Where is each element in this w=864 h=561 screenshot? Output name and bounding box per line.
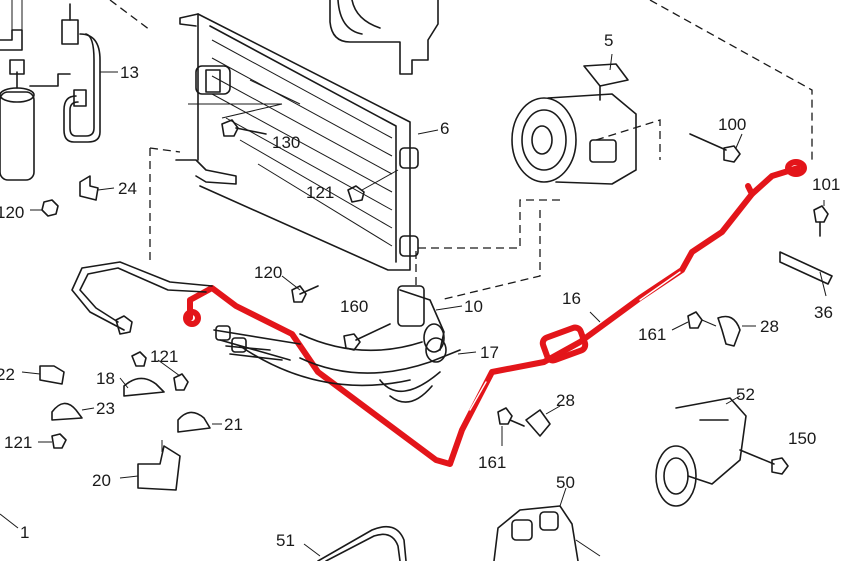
bolt-160 [343,323,391,351]
callout-16: 16 [562,289,581,308]
bolt-161-right [671,311,717,331]
bolt-120 [281,275,319,303]
callout-10: 10 [464,297,483,316]
bolt-101 [813,200,829,237]
callout-161-lower: 161 [478,453,506,472]
fan-shroud [329,0,439,75]
callout-6: 6 [440,119,449,138]
bracket-50 [493,487,601,561]
liquid-line [71,261,213,335]
bolt-121-lower [157,359,189,391]
callout-50: 50 [556,473,575,492]
clamp-23 [51,402,95,421]
receiver-dryer [0,0,35,181]
callout-22: 22 [0,365,15,384]
callout-23: 23 [96,399,115,418]
callout-121-mid: 121 [306,183,334,202]
discharge-hose-17 [213,285,477,403]
callout-13: 13 [120,63,139,82]
callout-5: 5 [604,31,613,50]
callout-17: 17 [480,343,499,362]
callout-121-left: 120 [0,203,24,222]
suction-hose-16-highlighted [183,159,807,467]
callout-120: 120 [254,263,282,282]
callout-100: 100 [718,115,746,134]
callout-28-lower: 28 [556,391,575,410]
callout-51: 51 [276,531,295,550]
callout-150: 150 [788,429,816,448]
callout-101: 101 [812,175,840,194]
dashed-connection-lines [109,0,813,301]
bolt-121-lower-left [38,433,67,449]
bolt-130 [221,119,267,137]
bolt-121-mid [347,169,399,203]
callout-21: 21 [224,415,243,434]
callout-130: 130 [272,133,300,152]
bracket-28-lower [525,405,561,437]
callout-24: 24 [118,179,137,198]
callout-121-lower: 121 [150,347,178,366]
bracket-36 [779,251,833,297]
callout-labels: 13 5 6 100 130 121 24 120 101 120 16 160… [0,31,840,550]
callout-52: 52 [736,385,755,404]
ac-compressor [511,53,637,185]
bracket-24 [79,175,115,201]
callout-28-right: 28 [760,317,779,336]
callout-121-lower-left: 121 [4,433,32,452]
bolt-150 [739,449,789,475]
idler-bracket-52 [655,395,747,507]
drive-belt-51 [303,525,407,561]
bolt-100 [689,133,743,163]
bracket-28-right [717,315,756,347]
clamp-22 [21,365,65,385]
bolt-121-left [30,199,59,217]
callout-1: 1 [20,523,29,542]
pipe-13 [29,3,118,143]
callout-160: 160 [340,297,368,316]
part-1 [0,513,19,529]
callout-36: 36 [814,303,833,322]
callout-18: 18 [96,369,115,388]
callout-161-right: 161 [638,325,666,344]
bolt-161-lower [497,407,525,446]
condenser [175,13,439,271]
clamp-18 [119,351,165,397]
bracket-20 [119,440,181,491]
callout-20: 20 [92,471,111,490]
clamp-21 [177,411,222,433]
